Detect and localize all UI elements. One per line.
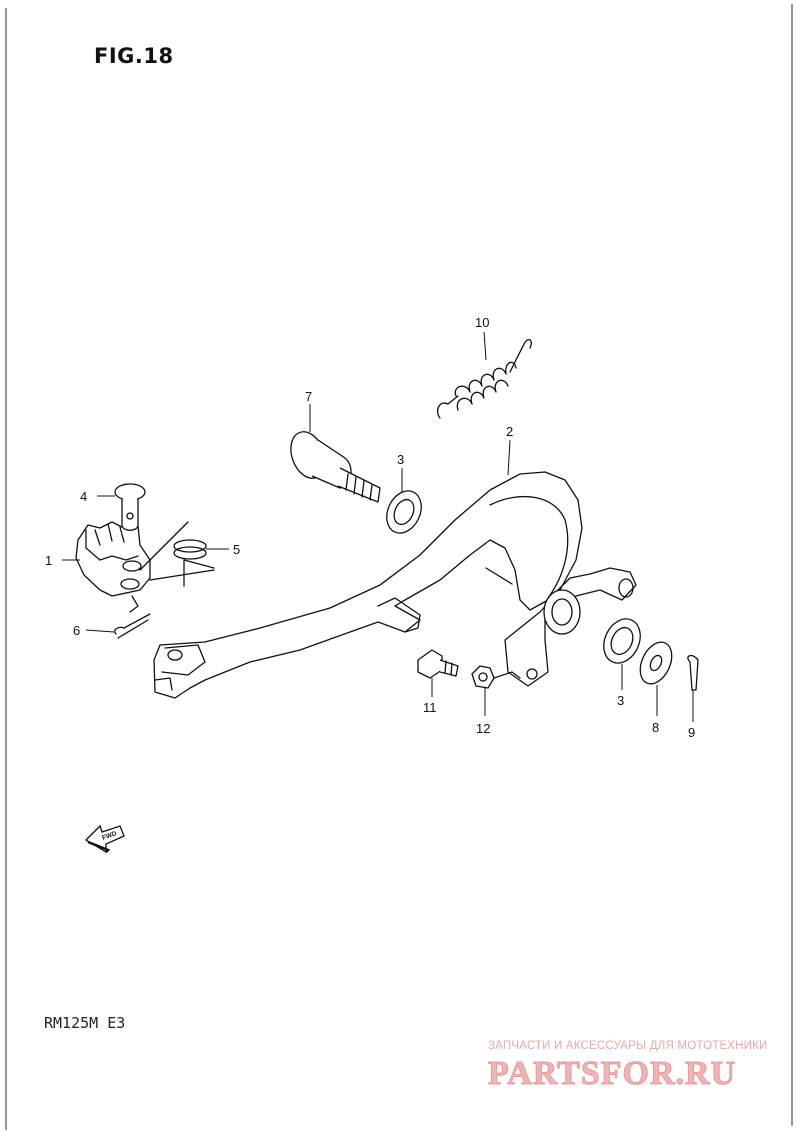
callout-12: 12 (476, 721, 490, 736)
brake-pedal-arm (153, 471, 637, 699)
seal-lower (603, 618, 641, 664)
fwd-label: FWD (101, 830, 118, 842)
watermark-tagline: ЗАПЧАСТИ И АКСЕССУАРЫ ДЛЯ МОТОТЕХНИКИ (488, 1040, 768, 1052)
leader-10 (483, 331, 487, 361)
callout-5: 5 (233, 542, 240, 557)
washer (639, 641, 673, 685)
spring-clip (173, 539, 215, 587)
leader-2 (507, 439, 511, 476)
callout-4: 4 (80, 489, 87, 504)
leader-6 (85, 629, 115, 633)
lock-nut (471, 665, 521, 689)
fwd-arrow-icon: FWD (84, 824, 125, 854)
model-code: RM125M E3 (44, 1014, 126, 1032)
callout-9: 9 (688, 725, 695, 740)
callout-10: 10 (475, 315, 489, 330)
cotter-pin-footpeg (114, 613, 151, 639)
cotter-pin-pivot (687, 654, 699, 691)
stopper-bolt (417, 649, 459, 679)
pivot-bolt (290, 431, 381, 503)
callout-7: 7 (305, 389, 312, 404)
callout-6: 6 (73, 623, 80, 638)
footpeg (75, 521, 215, 613)
callout-11: 11 (423, 700, 437, 715)
watermark-logo: PARTSFOR.RU (487, 1055, 737, 1093)
callout-3-upper: 3 (397, 452, 404, 467)
callout-labels: 1 2 3 3 4 5 6 7 8 9 10 11 12 (45, 315, 695, 740)
clevis-pin (114, 483, 146, 531)
callout-2: 2 (506, 424, 513, 439)
callout-1: 1 (45, 553, 52, 568)
leader-lines (62, 331, 694, 722)
figure-title: FIG.18 (94, 44, 174, 68)
return-spring (436, 339, 532, 419)
callout-3-lower: 3 (617, 693, 624, 708)
seal-upper (386, 490, 422, 534)
callout-8: 8 (652, 720, 659, 735)
